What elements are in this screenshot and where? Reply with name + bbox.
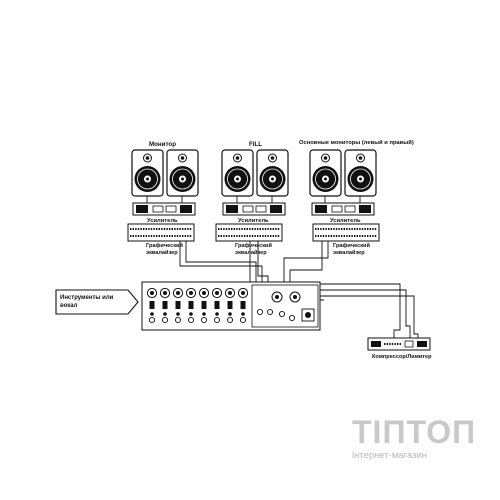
label-eq-main-2: эквалайзер [333, 249, 365, 256]
watermark-tagline: інтернет-магазин [352, 450, 427, 461]
label-eq-monitor-1: Графический [146, 242, 183, 249]
label-instruments-2: вокал [60, 303, 78, 309]
label-amp-main: Усилитель [330, 218, 361, 224]
label-eq-fill-1: Графический [235, 242, 272, 249]
equalizer-icon-main [312, 223, 380, 242]
amplifier-icon-fill [222, 202, 286, 216]
watermark-logo: ТІПТОП інтернет-магазин [352, 414, 476, 461]
label-eq-main-1: Графический [333, 242, 370, 249]
label-amp-fill: Усилитель [238, 218, 269, 224]
label-amp-monitor: Усилитель [147, 218, 178, 224]
speaker-icon-fill-left [221, 149, 254, 197]
speaker-icon-main-right [344, 149, 377, 197]
label-eq-monitor-2: эквалайзер [146, 249, 178, 256]
mixer-console [141, 281, 321, 331]
watermark-brand: ТІПТОП [352, 414, 476, 450]
speaker-icon-fill-right [256, 149, 289, 197]
speaker-icon-main-left [309, 149, 342, 197]
equalizer-icon-fill [215, 223, 283, 242]
amplifier-icon-monitor [132, 202, 196, 216]
speaker-icon-monitor-right [166, 149, 199, 197]
amplifier-icon-main [311, 202, 375, 216]
label-compressor: Компрессор/Лимитер [372, 354, 432, 360]
label-fill: FILL [249, 141, 262, 148]
label-monitor: Монитор [149, 141, 176, 148]
equalizer-icon-monitor [127, 223, 195, 242]
instruments-arrow [55, 289, 139, 315]
label-instruments-1: Инструменты или [60, 295, 114, 301]
label-main-monitors: Основные мониторы (левый и правый) [299, 139, 414, 146]
speaker-icon-monitor-left [131, 149, 164, 197]
compressor-limiter-unit [367, 337, 431, 351]
label-eq-fill-2: эквалайзер [235, 249, 267, 256]
